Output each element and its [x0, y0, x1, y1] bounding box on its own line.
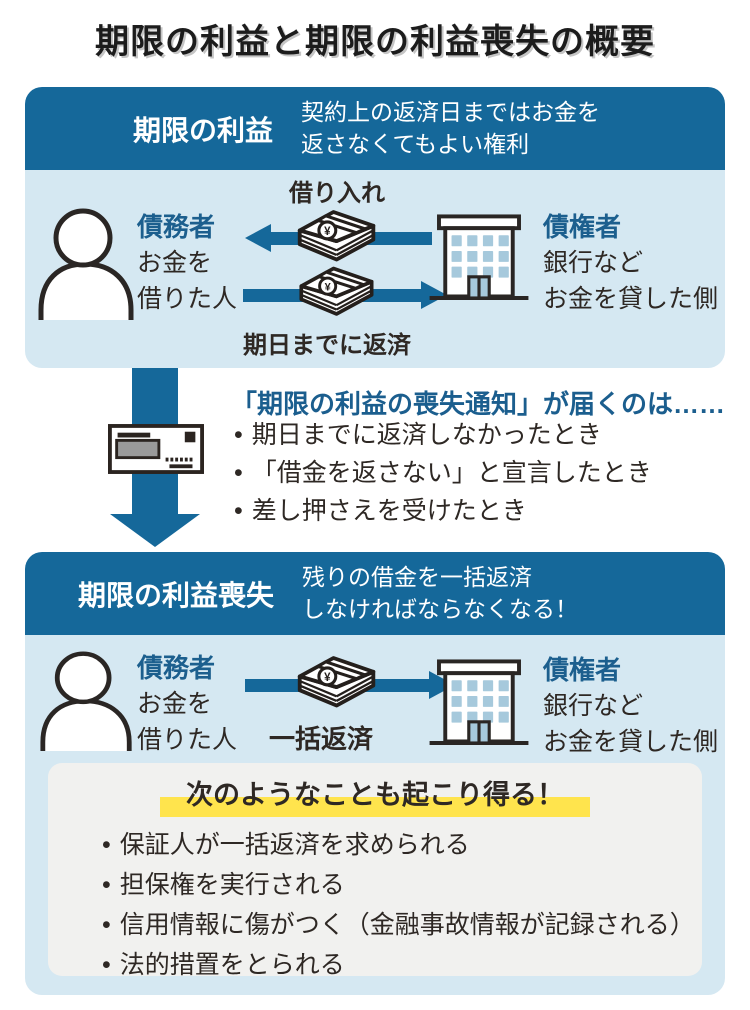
- money-bundle-icon: ¥: [289, 649, 381, 713]
- notice-heading: 「期限の利益の喪失通知」が届くのは……: [231, 389, 726, 419]
- debtor-title: 債務者: [137, 212, 216, 242]
- arrow-head-left: [245, 224, 271, 252]
- creditor-title: 債権者: [543, 655, 622, 685]
- debtor-title: 債務者: [137, 653, 216, 683]
- notice-bullet-list: 期日までに返済しなかったとき「借金を返さない」と宣言したとき差し押さえを受けたと…: [234, 422, 652, 536]
- list-item: 期日までに返済しなかったとき: [234, 422, 652, 449]
- debtor-label-block: 債務者 お金を 借りた人: [137, 212, 238, 313]
- svg-text:¥: ¥: [325, 282, 332, 294]
- benefit-diagram: 借り入れ 債務者 お金を 借りた人: [25, 170, 725, 368]
- list-item: 担保権を実行される: [102, 870, 702, 900]
- lump-repay-label: 一括返済: [269, 724, 374, 754]
- creditor-label-block: 債権者 銀行など お金を貸した側: [543, 212, 719, 313]
- svg-text:¥: ¥: [324, 226, 331, 238]
- repay-arrow-label: 期日までに返済: [243, 332, 411, 359]
- benefit-header: 期限の利益 契約上の返済日まではお金を 返さなくてもよい権利: [25, 87, 725, 170]
- loss-diagram: 債務者 お金を 借りた人 ¥ 一括返済: [25, 635, 725, 995]
- page-title: 期限の利益と期限の利益喪失の概要: [95, 23, 655, 61]
- borrow-arrow-label: 借り入れ: [289, 180, 385, 207]
- benefit-header-label: 期限の利益: [133, 114, 274, 146]
- list-item: 「借金を返さない」と宣言したとき: [234, 460, 652, 487]
- creditor-label-block: 債権者 銀行など お金を貸した側: [543, 655, 719, 756]
- svg-text:¥: ¥: [324, 672, 331, 684]
- money-bundle-icon: ¥: [289, 203, 381, 267]
- benefit-header-description: 契約上の返済日まではお金を 返さなくてもよい権利: [301, 98, 601, 157]
- notice-section: 「期限の利益の喪失通知」が届くのは…… 期日までに返済しなかったとき「借金を返さ…: [0, 368, 750, 552]
- list-item: 信用情報に傷がつく（金融事故情報が記録される）: [102, 910, 702, 940]
- creditor-title: 債権者: [543, 212, 622, 242]
- bank-building-icon: [428, 653, 530, 753]
- down-arrow-head: [110, 514, 200, 547]
- consequences-box: 次のようなことも起こり得る！ 保証人が一括返済を求められる担保権を実行される信用…: [48, 763, 702, 979]
- bank-building-icon: [428, 210, 530, 306]
- arrow-head-right: [421, 281, 447, 309]
- person-icon: [37, 208, 137, 320]
- loss-header-label: 期限の利益喪失: [78, 579, 275, 611]
- notice-postcard-icon: [108, 424, 204, 474]
- money-bundle-icon: ¥: [291, 260, 379, 321]
- loss-panel: 期限の利益喪失 残りの借金を一括返済 しなければならなくなる！ 債務者 お金を …: [25, 552, 725, 995]
- benefit-panel: 期限の利益 契約上の返済日まではお金を 返さなくてもよい権利 借り入れ 債務者 …: [25, 87, 725, 368]
- list-item: 保証人が一括返済を求められる: [102, 830, 702, 860]
- person-icon: [39, 651, 135, 751]
- consequences-title: 次のようなことも起こり得る！: [160, 773, 590, 817]
- list-item: 法的措置をとられる: [102, 950, 702, 980]
- loss-header-description: 残りの借金を一括返済 しなければならなくなる！: [302, 563, 579, 622]
- consequences-bullet-list: 保証人が一括返済を求められる担保権を実行される信用情報に傷がつく（金融事故情報が…: [102, 830, 702, 980]
- list-item: 差し押さえを受けたとき: [234, 498, 652, 525]
- loss-header: 期限の利益喪失 残りの借金を一括返済 しなければならなくなる！: [25, 552, 725, 635]
- debtor-label-block: 債務者 お金を 借りた人: [137, 653, 238, 754]
